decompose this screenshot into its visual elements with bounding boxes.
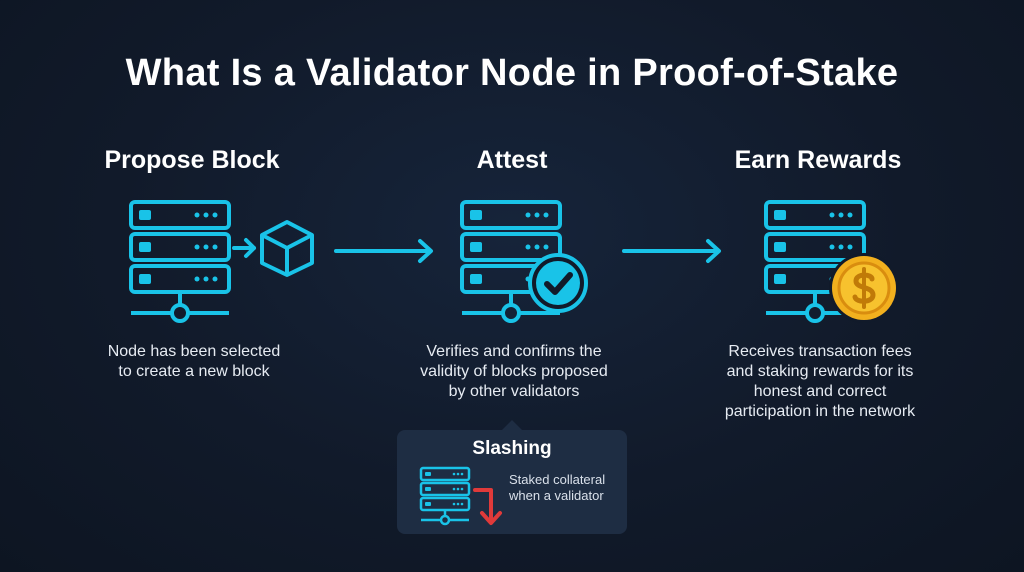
description-line: Staked collateral	[509, 472, 606, 487]
flow-arrow-icon	[622, 239, 721, 263]
description-line: to create a new block	[118, 363, 270, 380]
slashing-title: Slashing	[472, 438, 552, 459]
down-arrow-icon	[473, 488, 502, 525]
server-stack-icon	[419, 466, 471, 526]
page-title: What Is a Validator Node in Proof-of-Sta…	[125, 52, 899, 94]
description-line: validity of blocks proposed	[420, 363, 608, 380]
description-line: Receives transaction fees	[728, 343, 912, 360]
description-line: Node has been selected	[107, 343, 281, 360]
server-stack-icon	[129, 200, 231, 323]
step-description-attest: Verifies and confirms the validity of bl…	[374, 342, 654, 402]
slashing-description: Staked collateral when a validator	[509, 472, 624, 504]
description-line: when a validator	[509, 488, 604, 503]
description-line: honest and correct	[753, 383, 887, 400]
cube-icon	[260, 220, 314, 277]
arrow-right-icon	[232, 238, 256, 258]
description-line: and staking rewards for its	[726, 363, 914, 380]
description-line: participation in the network	[724, 403, 916, 420]
step-title-propose: Propose Block	[104, 146, 280, 174]
slashing-callout-pointer	[502, 420, 522, 430]
step-description-propose: Node has been selected to create a new b…	[54, 342, 334, 382]
step-title-attest: Attest	[476, 146, 548, 174]
step-title-earn: Earn Rewards	[734, 146, 902, 174]
description-line: by other validators	[448, 383, 580, 400]
check-circle-icon	[528, 253, 588, 313]
description-line: Verifies and confirms the	[426, 343, 602, 360]
step-description-earn: Receives transaction fees and staking re…	[680, 342, 960, 422]
dollar-coin-icon	[829, 253, 899, 323]
flow-arrow-icon	[334, 239, 433, 263]
